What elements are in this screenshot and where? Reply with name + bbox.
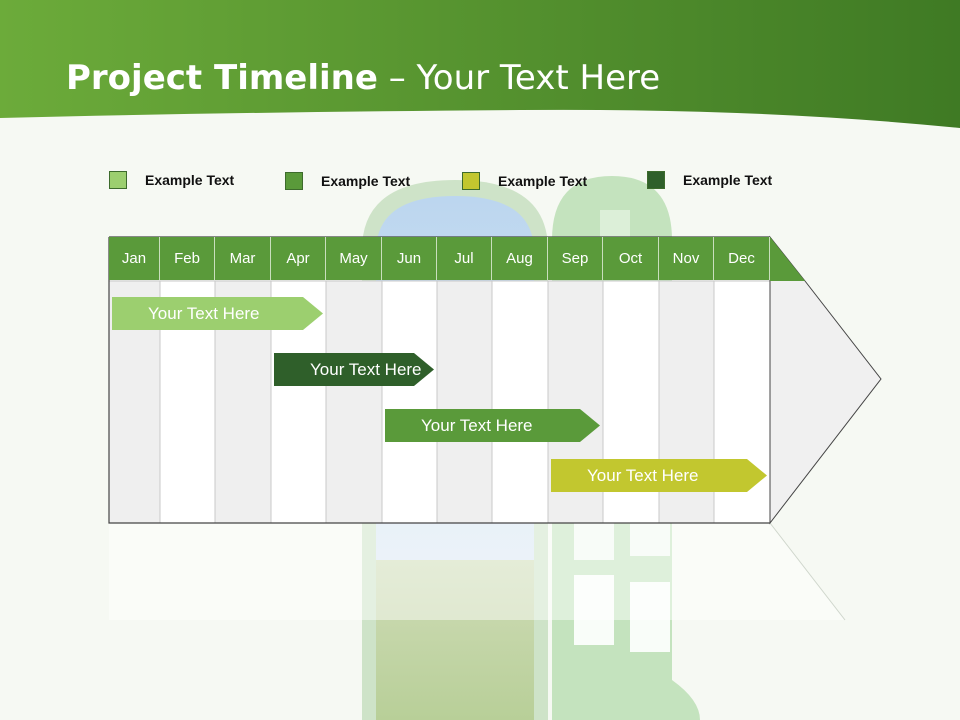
month-label-nov: Nov [659,237,714,280]
legend-label: Example Text [145,172,235,188]
month-column [436,280,493,524]
month-label-mar: Mar [215,237,271,280]
month-label-feb: Feb [160,237,215,280]
month-label-sep: Sep [548,237,603,280]
month-column [491,280,549,524]
legend-item: Example Text [109,171,234,189]
task-bar[interactable]: Your Text Here [551,459,767,492]
month-label-aug: Aug [492,237,548,280]
task-bar[interactable]: Your Text Here [112,297,323,330]
title-rest: – Your Text Here [377,58,661,98]
month-label-jun: Jun [382,237,437,280]
legend-label: Example Text [321,173,411,189]
legend-swatch [285,172,303,190]
legend-label: Example Text [498,173,588,189]
legend-swatch [647,171,665,189]
month-label-may: May [326,237,382,280]
title-bold: Project Timeline [66,58,378,98]
legend-item: Example Text [285,172,410,190]
month-column [381,280,438,524]
legend-item: Example Text [647,171,772,189]
legend-label: Example Text [683,172,773,188]
task-bar-label: Your Text Here [587,465,699,485]
month-label-jan: Jan [109,237,160,280]
month-column [325,280,383,524]
legend-swatch [109,171,127,189]
task-bar-label: Your Text Here [148,303,260,323]
task-bar[interactable]: Your Text Here [385,409,600,442]
legend-item: Example Text [462,172,587,190]
header-band [0,0,960,128]
task-bar[interactable]: Your Text Here [274,353,434,386]
month-label-jul: Jul [437,237,492,280]
month-label-dec: Dec [714,237,770,280]
task-bar-label: Your Text Here [421,415,533,435]
month-label-oct: Oct [603,237,659,280]
month-label-apr: Apr [271,237,326,280]
legend-swatch [462,172,480,190]
task-bar-label: Your Text Here [310,359,422,379]
page-title: Project Timeline – Your Text Here [66,58,660,98]
